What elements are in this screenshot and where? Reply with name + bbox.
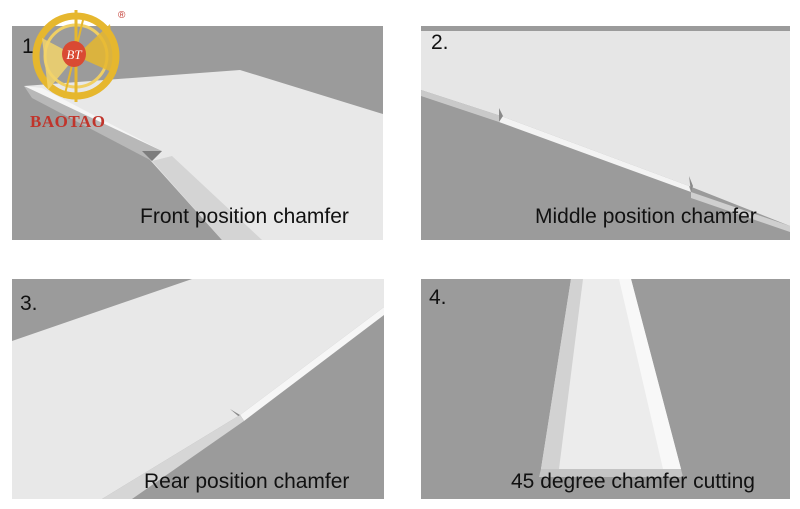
panel-caption: Front position chamfer	[140, 205, 349, 228]
baotao-logo: BT	[28, 6, 138, 136]
panel-number: 4.	[429, 286, 447, 309]
logo-monogram: BT	[66, 47, 82, 62]
baotao-logo-emblem: BT	[32, 10, 120, 102]
45-degree-chamfer-board-illustration	[539, 279, 683, 477]
logo-brand-name: BAOTAO	[30, 112, 106, 131]
panel-45-degree-chamfer: 4. 45 degree chamfer cutting	[421, 279, 790, 499]
middle-chamfer-board-illustration	[421, 26, 790, 232]
panel-caption: 45 degree chamfer cutting	[511, 470, 755, 493]
panel-number: 2.	[431, 31, 449, 54]
panel-number: 3.	[20, 292, 38, 315]
rear-chamfer-board-illustration	[12, 279, 384, 499]
panel-caption: Middle position chamfer	[535, 205, 757, 228]
panel-rear-chamfer: 3. Rear position chamfer	[12, 279, 384, 499]
panel-middle-chamfer: 2. Middle position chamfer	[421, 26, 790, 240]
front-chamfer-board-illustration	[24, 70, 383, 240]
panel-caption: Rear position chamfer	[144, 470, 350, 493]
panel-front-chamfer: 1. Front position chamfer	[12, 26, 383, 240]
registered-mark: ®	[118, 10, 126, 21]
